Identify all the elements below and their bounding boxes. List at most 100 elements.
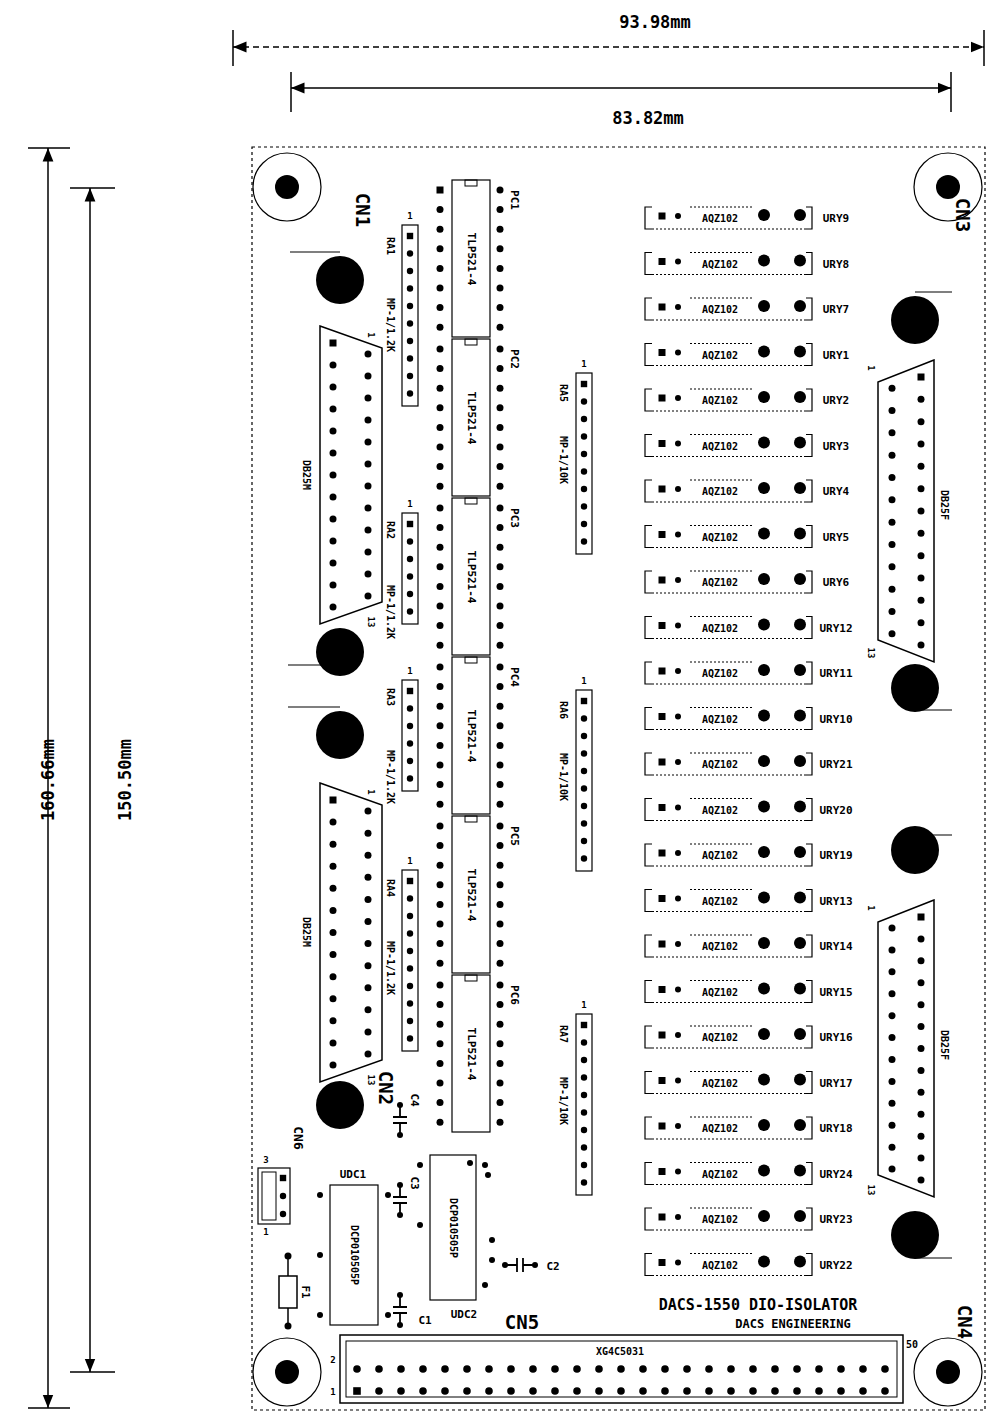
mounting-hole bbox=[275, 175, 299, 199]
pin-pad bbox=[581, 433, 587, 439]
relay-outline bbox=[645, 844, 812, 866]
pin-pad bbox=[529, 1365, 537, 1373]
silkscreen-label: URY14 bbox=[819, 941, 852, 952]
relay-outline bbox=[690, 298, 752, 299]
silkscreen-label: C2 bbox=[546, 1261, 559, 1272]
square-pad bbox=[659, 395, 666, 402]
relay-outline bbox=[652, 547, 806, 548]
pin-pad bbox=[365, 940, 372, 947]
pin-pad bbox=[859, 1387, 867, 1395]
fuse-lead bbox=[287, 1258, 289, 1276]
terminal-block bbox=[258, 1168, 290, 1224]
pin-pad bbox=[551, 1387, 559, 1395]
screw-lead bbox=[915, 1257, 952, 1258]
pin-pad bbox=[497, 1060, 504, 1067]
pin-pad bbox=[437, 664, 444, 671]
pin-pad bbox=[889, 1144, 896, 1151]
pin-pad bbox=[437, 404, 444, 411]
pin-pad bbox=[497, 424, 504, 431]
silkscreen-label: 1 bbox=[366, 332, 375, 337]
silkscreen-label: AQZ102 bbox=[702, 988, 738, 998]
pin-pad bbox=[437, 245, 444, 252]
pin-pad bbox=[889, 990, 896, 997]
pin-pad bbox=[365, 962, 372, 969]
pin-pad bbox=[573, 1387, 581, 1395]
pin-pad bbox=[365, 483, 372, 490]
silkscreen-label: URY5 bbox=[823, 531, 850, 542]
terminal-block bbox=[262, 1172, 276, 1220]
relay-outline bbox=[690, 389, 752, 390]
silkscreen-label: AQZ102 bbox=[702, 1079, 738, 1089]
pin-pad bbox=[794, 528, 806, 540]
square-pad bbox=[659, 986, 666, 993]
pin-pad bbox=[918, 418, 925, 425]
silkscreen-label: C1 bbox=[418, 1315, 431, 1326]
pin-pad bbox=[675, 1214, 681, 1220]
pin-pad bbox=[758, 1210, 770, 1222]
relay-outline bbox=[652, 1275, 806, 1276]
silkscreen-label: URY9 bbox=[823, 213, 850, 224]
silkscreen-label: URY12 bbox=[819, 622, 852, 633]
relay-outline bbox=[652, 1002, 806, 1003]
pin-pad bbox=[497, 781, 504, 788]
pin-pad bbox=[581, 1109, 587, 1115]
pin-pad bbox=[794, 209, 806, 221]
silkscreen-label: URY23 bbox=[819, 1214, 852, 1225]
silkscreen-label: CN5 bbox=[505, 1313, 539, 1332]
pin-pad bbox=[375, 1365, 383, 1373]
pin-pad bbox=[365, 417, 372, 424]
pin-pad bbox=[365, 527, 372, 534]
pin-pad bbox=[497, 742, 504, 749]
pin-pad bbox=[407, 338, 413, 344]
square-pad bbox=[659, 1259, 666, 1266]
pin-pad bbox=[497, 324, 504, 331]
connector-screw bbox=[316, 628, 364, 676]
silkscreen-label: URY22 bbox=[819, 1259, 852, 1270]
pin-pad bbox=[675, 350, 681, 356]
pin-pad bbox=[497, 563, 504, 570]
relay-outline bbox=[690, 480, 752, 481]
relay-outline bbox=[690, 571, 752, 572]
dimension-label: 93.98mm bbox=[619, 14, 691, 31]
silkscreen-label: 13 bbox=[366, 617, 375, 628]
pin-pad bbox=[407, 740, 413, 746]
silkscreen-label: DCP010505P bbox=[349, 1225, 359, 1285]
silkscreen-label: MP-1/1.2K bbox=[385, 585, 395, 639]
pin-pad bbox=[437, 524, 444, 531]
silkscreen-label: URY18 bbox=[819, 1123, 852, 1134]
silkscreen-label: AQZ102 bbox=[702, 1033, 738, 1043]
pin-pad bbox=[581, 838, 587, 844]
pin-pad bbox=[793, 1365, 801, 1373]
pin-pad bbox=[918, 935, 925, 942]
pin-pad bbox=[581, 1127, 587, 1133]
pin-pad bbox=[497, 762, 504, 769]
pin-pad bbox=[330, 907, 337, 914]
relay-outline bbox=[645, 526, 812, 548]
pin-pad bbox=[889, 1034, 896, 1041]
square-pad bbox=[581, 1022, 587, 1028]
pin-pad bbox=[675, 1032, 681, 1038]
pin-pad bbox=[758, 528, 770, 540]
pin-pad bbox=[497, 1119, 504, 1126]
pin-pad bbox=[581, 1039, 587, 1045]
pin-pad bbox=[497, 823, 504, 830]
relay-outline bbox=[690, 798, 752, 799]
pin-pad bbox=[365, 593, 372, 600]
pin-pad bbox=[437, 206, 444, 213]
pin-pad bbox=[437, 444, 444, 451]
pin-pad bbox=[675, 1123, 681, 1129]
pin-pad bbox=[918, 1023, 925, 1030]
silkscreen-label: 13 bbox=[866, 1185, 875, 1196]
pin-pad bbox=[794, 1165, 806, 1177]
pin-pad bbox=[407, 965, 413, 971]
pin-pad bbox=[918, 1067, 925, 1074]
pin-pad bbox=[437, 642, 444, 649]
silkscreen-label: AQZ102 bbox=[702, 760, 738, 770]
pin-pad bbox=[497, 385, 504, 392]
pin-pad bbox=[330, 1017, 337, 1024]
pin-pad bbox=[889, 946, 896, 953]
pin-pad bbox=[794, 1210, 806, 1222]
relay-outline bbox=[652, 911, 806, 912]
pin-pad bbox=[497, 982, 504, 989]
